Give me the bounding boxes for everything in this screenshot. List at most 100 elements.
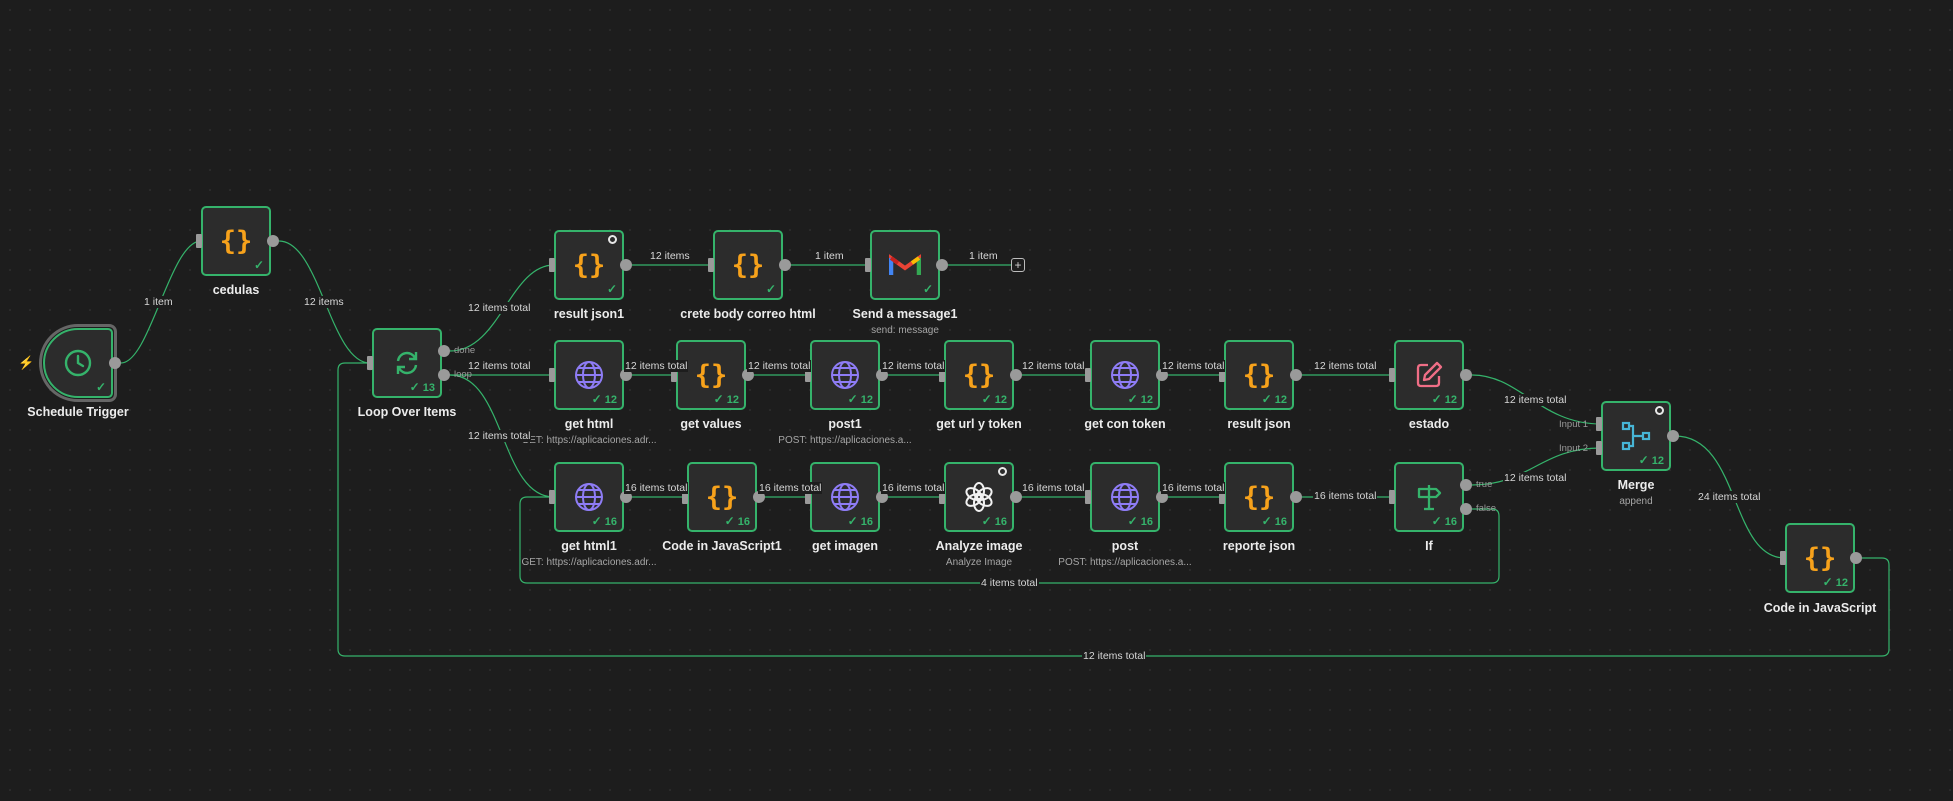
output-handle[interactable]	[1460, 369, 1472, 381]
node-send-a-message1[interactable]: ✓	[870, 230, 940, 300]
code-braces-icon: {}	[694, 359, 728, 391]
node-label: post1	[828, 417, 862, 431]
node-get-imagen[interactable]: ✓ 16	[810, 462, 880, 532]
node-post[interactable]: ✓ 16	[1090, 462, 1160, 532]
output-handle[interactable]	[267, 235, 279, 247]
add-node-button[interactable]: +	[1011, 258, 1025, 272]
output-handle[interactable]	[620, 491, 632, 503]
output-handle[interactable]	[1667, 430, 1679, 442]
globe-icon	[573, 359, 605, 391]
clock-icon	[63, 348, 93, 378]
input-handle[interactable]	[1085, 490, 1091, 504]
input-handle[interactable]	[1219, 368, 1225, 382]
output-handle[interactable]	[742, 369, 754, 381]
output-handle[interactable]	[620, 369, 632, 381]
trigger-bolt-icon: ⚡	[18, 355, 35, 370]
node-subtitle: GET: https://aplicaciones.adr...	[521, 435, 657, 446]
input-handle[interactable]	[708, 258, 714, 272]
edge-label: 24 items total	[1697, 491, 1762, 503]
node-get-con-token[interactable]: ✓ 12	[1090, 340, 1160, 410]
output-handle[interactable]	[620, 259, 632, 271]
code-braces-icon: {}	[705, 481, 739, 513]
input-handle[interactable]	[671, 368, 677, 382]
node-loop-over-items[interactable]: ✓ 13	[372, 328, 442, 398]
input-handle[interactable]	[1780, 551, 1786, 565]
output-handle[interactable]	[109, 357, 121, 369]
output-handle[interactable]	[779, 259, 791, 271]
input-handle[interactable]	[805, 368, 811, 382]
output-handle-true[interactable]	[1460, 479, 1472, 491]
input-handle-1[interactable]	[1596, 417, 1602, 431]
node-label: Code in JavaScript1	[662, 539, 782, 553]
node-post1[interactable]: ✓ 12	[810, 340, 880, 410]
input-handle[interactable]	[939, 368, 945, 382]
output-handle[interactable]	[1156, 491, 1168, 503]
node-cedulas[interactable]: {} ✓	[201, 206, 271, 276]
edge-label: 12 items total	[1503, 394, 1568, 406]
input-handle-2[interactable]	[1596, 441, 1602, 455]
input-handle[interactable]	[549, 368, 555, 382]
output-handle[interactable]	[936, 259, 948, 271]
node-estado[interactable]: ✓ 12	[1394, 340, 1464, 410]
port-label-true: true	[1476, 479, 1493, 490]
input-handle[interactable]	[1389, 490, 1395, 504]
node-get-url-y-token[interactable]: {} ✓ 12	[944, 340, 1014, 410]
node-label: get html1	[561, 539, 617, 553]
edge-label: 16 items total	[758, 482, 823, 494]
node-label: post	[1111, 539, 1139, 553]
output-handle[interactable]	[1290, 369, 1302, 381]
output-handle[interactable]	[1010, 491, 1022, 503]
node-get-values[interactable]: {} ✓ 12	[676, 340, 746, 410]
settings-badge-icon	[1655, 406, 1664, 415]
output-handle[interactable]	[753, 491, 765, 503]
success-count: ✓ 12	[1638, 453, 1664, 467]
input-handle[interactable]	[1389, 368, 1395, 382]
node-analyze-image[interactable]: ✓ 16	[944, 462, 1014, 532]
node-code-in-javascript[interactable]: {} ✓ 12	[1785, 523, 1855, 593]
input-handle[interactable]	[196, 234, 202, 248]
node-if[interactable]: ✓ 16	[1394, 462, 1464, 532]
node-label: Schedule Trigger	[27, 405, 129, 419]
input-handle[interactable]	[865, 258, 871, 272]
success-count: ✓ 12	[1431, 392, 1457, 406]
input-handle[interactable]	[549, 490, 555, 504]
output-handle-false[interactable]	[1460, 503, 1472, 515]
globe-icon	[829, 359, 861, 391]
edge-label: 16 items total	[1313, 490, 1378, 502]
output-handle-done[interactable]	[438, 345, 450, 357]
edge-label: 16 items total	[624, 482, 689, 494]
node-code-in-javascript1[interactable]: {} ✓ 16	[687, 462, 757, 532]
output-handle[interactable]	[1290, 491, 1302, 503]
node-result-json1[interactable]: {} ✓	[554, 230, 624, 300]
input-handle[interactable]	[682, 490, 688, 504]
node-crete-body-correo-html[interactable]: {} ✓	[713, 230, 783, 300]
code-braces-icon: {}	[219, 225, 253, 257]
input-handle[interactable]	[1085, 368, 1091, 382]
output-handle[interactable]	[1156, 369, 1168, 381]
node-schedule-trigger[interactable]: ✓	[39, 324, 117, 402]
edge-label: 16 items total	[1021, 482, 1086, 494]
node-merge[interactable]: ✓ 12	[1601, 401, 1671, 471]
output-handle[interactable]	[1010, 369, 1022, 381]
node-label: Loop Over Items	[357, 405, 457, 419]
node-label: Analyze image	[935, 539, 1023, 553]
input-handle[interactable]	[367, 356, 373, 370]
input-handle[interactable]	[805, 490, 811, 504]
node-label: get con token	[1084, 417, 1166, 431]
node-get-html[interactable]: ✓ 12	[554, 340, 624, 410]
input-handle[interactable]	[1219, 490, 1225, 504]
input-handle[interactable]	[549, 258, 555, 272]
code-braces-icon: {}	[962, 359, 996, 391]
success-count: ✓ 12	[1127, 392, 1153, 406]
node-label: Send a message1	[852, 307, 958, 321]
output-handle[interactable]	[1850, 552, 1862, 564]
input-handle[interactable]	[939, 490, 945, 504]
output-handle[interactable]	[876, 369, 888, 381]
node-reporte-json[interactable]: {} ✓ 16	[1224, 462, 1294, 532]
node-result-json[interactable]: {} ✓ 12	[1224, 340, 1294, 410]
output-handle-loop[interactable]	[438, 369, 450, 381]
edge-label: 12 items total	[1161, 360, 1226, 372]
success-count: ✓ 16	[591, 514, 617, 528]
output-handle[interactable]	[876, 491, 888, 503]
node-get-html1[interactable]: ✓ 16	[554, 462, 624, 532]
